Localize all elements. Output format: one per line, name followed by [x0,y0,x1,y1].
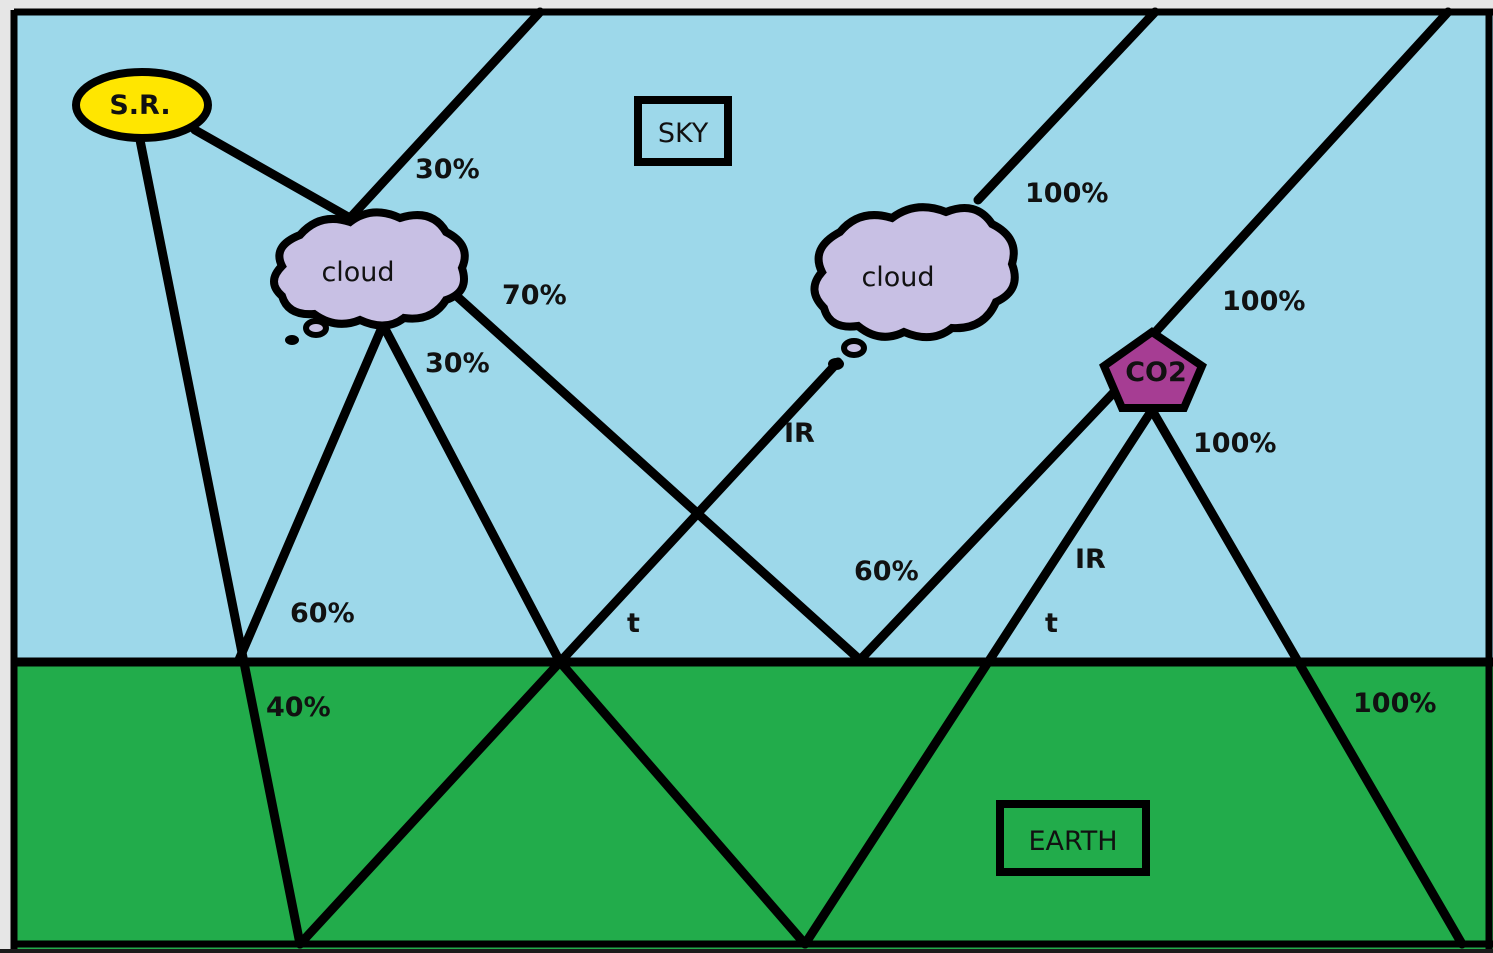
cloud-right-tail-dot-icon [828,358,844,370]
ray-cloud-down-right [378,320,565,667]
label-reflect-60-pct: 60% [854,556,919,587]
ray-ir-to-co2 [800,405,1157,949]
earth-region [14,662,1493,949]
ray-cloud-reflect-up [345,7,545,223]
sky-label-box: SKY [634,96,732,166]
ray-cloud-down-left [233,320,388,667]
label-earth-100-pct: 100% [1353,688,1436,719]
label-earth-40-pct: 40% [266,692,331,723]
ray-earth-left-up [295,657,565,949]
earth-label-box: EARTH [996,800,1150,876]
cloud-left-label: cloud [321,257,394,288]
cloud-left-node: cloud [270,208,469,345]
ray-co2-up [1145,7,1453,343]
label-ir-cloud: IR [784,418,815,449]
ray-co2-down [1147,405,1467,949]
label-t-left: t [627,608,640,639]
cloud-left-icon [270,208,469,330]
label-cloud-down-pct: 30% [425,348,490,379]
label-down-60-pct: 60% [290,598,355,629]
earth-label: EARTH [1028,826,1117,857]
label-co2-down-pct: 100% [1193,428,1276,459]
sun-label: S.R. [109,90,170,121]
co2-label: CO2 [1125,357,1187,388]
ray-sun-to-earth [135,135,305,949]
sky-label: SKY [658,118,709,149]
sun-node: S.R. [72,68,212,142]
label-ir-co2: IR [1075,544,1106,575]
cloud-left-tail-icon [303,318,329,338]
cloud-right-tail-icon [841,338,867,358]
label-cloud-right-pct: 100% [1025,178,1108,209]
co2-pentagon-icon [1099,327,1207,412]
ray-lines [135,7,1467,949]
sky-region [14,14,1493,662]
ray-earth-down [555,657,810,949]
ray-cloud-right-up [973,7,1160,205]
cloud-right-node: cloud [810,203,1019,370]
label-cloud-reflect-pct: 30% [415,154,480,185]
cloud-left-tail-dot-icon [285,335,299,345]
cloud-right-icon [810,203,1019,342]
ray-ir-to-cloud [555,357,843,667]
flow-labels: 30% 70% 30% 60% 40% IR t 60% IR t 100% 1… [266,154,1436,723]
ray-ground-to-co2 [855,383,1123,665]
ray-sun-to-cloud [190,125,355,223]
co2-node: CO2 [1099,327,1207,412]
ray-cloud-to-ground [425,267,865,665]
label-cloud-absorb-pct: 70% [502,280,567,311]
label-t-right: t [1045,608,1058,639]
earth-box-outline [996,800,1150,876]
label-co2-up-pct: 100% [1222,286,1305,317]
cloud-right-label: cloud [861,262,934,293]
sky-box-outline [634,96,732,166]
sun-icon [72,68,212,142]
